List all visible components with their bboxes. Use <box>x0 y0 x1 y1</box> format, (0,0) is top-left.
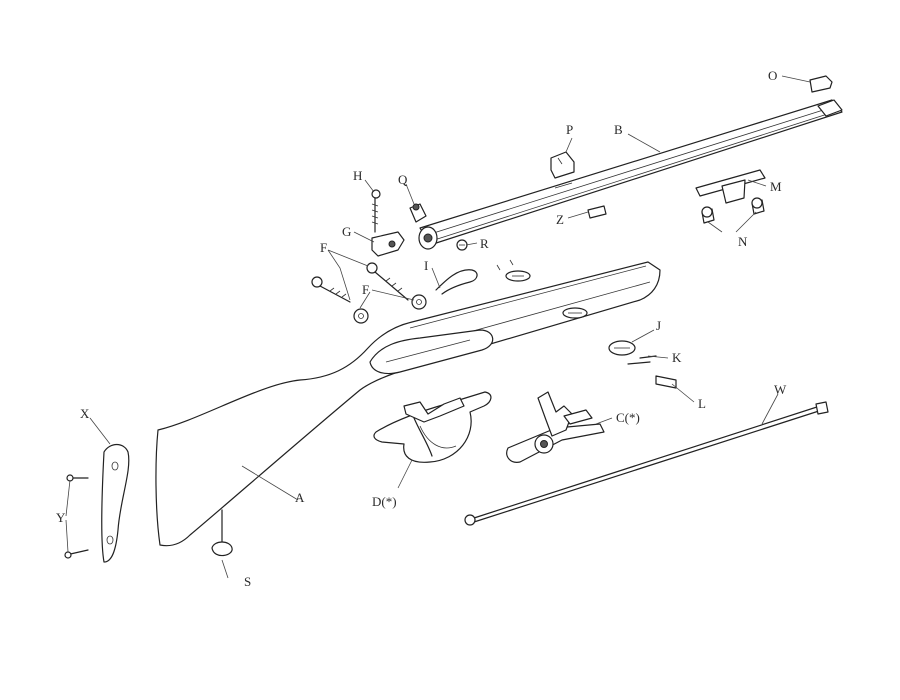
label-w: W <box>774 382 787 397</box>
label-f-lower: F <box>362 282 369 297</box>
label-p: P <box>566 122 573 137</box>
trigger-guard-assembly <box>373 391 492 463</box>
barrel-wedge-part <box>587 205 607 219</box>
forend-escutcheon <box>496 259 531 282</box>
rear-sight-part <box>550 151 575 179</box>
breech-plug-part <box>371 231 405 257</box>
leader-lines <box>65 75 811 579</box>
label-k: K <box>672 350 682 365</box>
label-g: G <box>342 224 351 239</box>
label-s: S <box>244 574 251 589</box>
screws-n <box>701 197 765 224</box>
lock-assembly <box>506 391 605 463</box>
label-i: I <box>424 258 428 273</box>
label-h: H <box>353 168 362 183</box>
escutcheon-parts <box>608 340 677 389</box>
tang-bolt <box>371 189 381 233</box>
barrel <box>418 99 843 250</box>
label-f-upper: F <box>320 240 327 255</box>
label-o: O <box>768 68 777 83</box>
label-q: Q <box>398 172 408 187</box>
label-y: Y <box>56 510 66 525</box>
screw-r <box>456 239 468 251</box>
stock <box>155 261 661 547</box>
underlug-part <box>695 169 766 204</box>
ramrod <box>464 401 829 526</box>
label-n: N <box>738 234 748 249</box>
label-j: J <box>656 318 661 333</box>
nipple-part <box>409 203 427 223</box>
label-b: B <box>614 122 623 137</box>
label-c: C(*) <box>616 410 640 425</box>
label-d: D(*) <box>372 494 397 509</box>
buttplate-screws <box>64 474 89 559</box>
front-sight-part <box>809 75 833 93</box>
label-r: R <box>480 236 489 251</box>
spring-part <box>435 269 478 295</box>
sling-swivel <box>211 509 233 557</box>
label-a: A <box>295 490 305 505</box>
label-m: M <box>770 179 782 194</box>
label-x: X <box>80 406 90 421</box>
buttplate <box>101 443 130 563</box>
part-labels: O P B M N Z Q H G R F F I J K L W C(*) A… <box>56 68 787 589</box>
lock-bolts <box>311 262 427 324</box>
label-l: L <box>698 396 706 411</box>
label-z: Z <box>556 212 564 227</box>
